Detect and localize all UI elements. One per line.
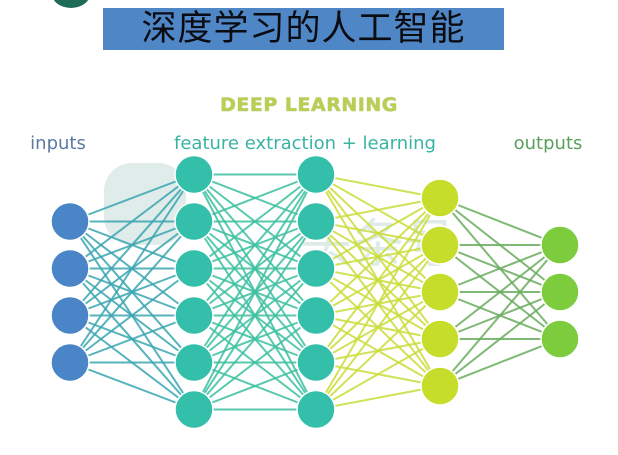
connection-line — [69, 173, 195, 364]
connection-line — [193, 173, 317, 270]
connection-line — [315, 197, 441, 270]
neuron-node — [540, 319, 580, 359]
connection-line — [439, 197, 561, 246]
neuron-node — [174, 295, 214, 336]
watermark-logo-shape — [104, 163, 186, 245]
neuron-node — [50, 201, 90, 242]
neuron-node — [420, 366, 460, 406]
connection-line — [69, 220, 195, 364]
connection-line — [439, 244, 561, 293]
page-title: 深度学习的人工智能 — [141, 9, 466, 49]
outputs-label: outputs — [513, 133, 583, 154]
connection-line — [315, 385, 441, 411]
connection-line — [193, 173, 317, 223]
connection-line — [193, 173, 317, 317]
neuron-node — [296, 342, 336, 383]
connection-line — [315, 197, 441, 317]
inputs-label: inputs — [30, 133, 86, 154]
feature-extraction-label: feature extraction + learning — [174, 133, 436, 154]
neuron-node — [296, 154, 336, 195]
neuron-node — [296, 295, 336, 336]
connection-line — [315, 197, 441, 364]
connection-line — [315, 197, 441, 411]
connection-line — [439, 244, 561, 340]
neuron-node — [174, 248, 214, 289]
connection-line — [193, 361, 317, 411]
connection-line — [315, 244, 441, 411]
connection-line — [315, 291, 441, 411]
connection-line — [69, 314, 195, 364]
neuron-node — [420, 225, 460, 265]
neuron-node — [420, 319, 460, 359]
connection-line — [315, 197, 441, 223]
connection-line — [69, 173, 195, 270]
neuron-node — [174, 389, 214, 430]
neuron-node — [420, 272, 460, 312]
neuron-node — [296, 201, 336, 242]
neuron-node — [50, 342, 90, 383]
connection-line — [315, 338, 441, 411]
connection-lines — [69, 173, 561, 411]
connection-line — [69, 267, 195, 364]
connection-line — [193, 220, 317, 411]
connection-line — [439, 338, 561, 387]
neuron-node — [296, 389, 336, 430]
connection-line — [193, 174, 317, 410]
neuron-node — [50, 248, 90, 289]
connection-line — [315, 173, 441, 199]
neuron-node — [174, 201, 214, 242]
neuron-node — [174, 154, 214, 195]
neuron-nodes — [50, 154, 580, 430]
neuron-node — [540, 272, 580, 312]
neuron-node — [420, 178, 460, 218]
neuron-node — [50, 295, 90, 336]
connection-line — [193, 173, 317, 364]
logo-corner — [52, 0, 90, 8]
connection-line — [439, 244, 561, 387]
connection-line — [193, 267, 317, 411]
connection-line — [69, 173, 195, 317]
connection-line — [69, 173, 195, 223]
title-band — [103, 8, 504, 50]
connection-line — [193, 314, 317, 411]
connection-line — [439, 291, 561, 387]
neuron-node — [540, 225, 580, 265]
connection-line — [69, 361, 195, 411]
neuron-node — [174, 342, 214, 383]
diagram-subtitle: DEEP LEARNING — [220, 94, 398, 116]
neuron-node — [296, 248, 336, 289]
